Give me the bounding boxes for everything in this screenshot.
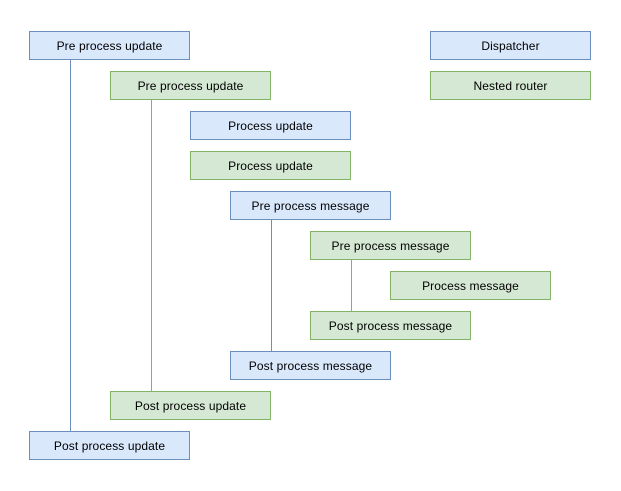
connector-dispatcher: [271, 220, 272, 351]
connector-router: [351, 260, 352, 311]
connector-router: [151, 100, 152, 391]
node-n8[interactable]: Post process message: [310, 311, 471, 340]
node-n4[interactable]: Process update: [190, 151, 351, 180]
node-n2[interactable]: Pre process update: [110, 71, 271, 100]
legend-item-router[interactable]: Nested router: [430, 71, 591, 100]
node-n7[interactable]: Process message: [390, 271, 551, 300]
node-n11[interactable]: Post process update: [29, 431, 190, 460]
node-n5[interactable]: Pre process message: [230, 191, 391, 220]
node-n10[interactable]: Post process update: [110, 391, 271, 420]
node-n9[interactable]: Post process message: [230, 351, 391, 380]
legend-item-dispatcher[interactable]: Dispatcher: [430, 31, 591, 60]
node-n6[interactable]: Pre process message: [310, 231, 471, 260]
connector-dispatcher: [70, 60, 71, 431]
node-n3[interactable]: Process update: [190, 111, 351, 140]
node-n1[interactable]: Pre process update: [29, 31, 190, 60]
